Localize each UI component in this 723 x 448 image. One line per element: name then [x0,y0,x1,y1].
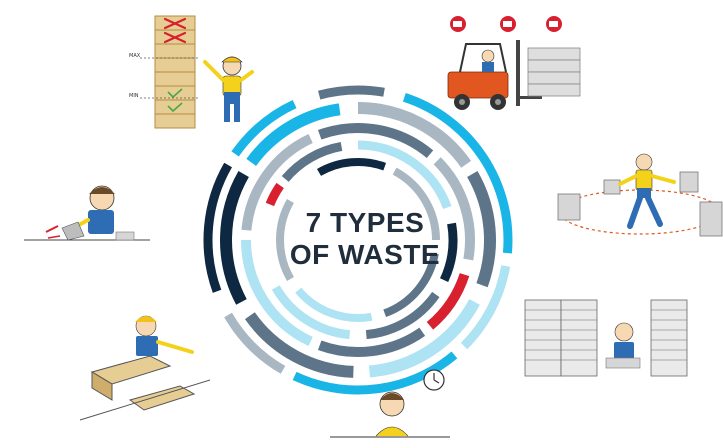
title-line-1: 7 TYPES [306,207,425,238]
overproduction-icon: MAX MIN [129,15,254,129]
ring-segment [383,252,439,318]
ring-segment [426,272,470,330]
ring-segment [241,239,313,347]
ring-segment [318,85,385,100]
central-ring-graphic [203,85,513,395]
ring-segment [203,162,233,293]
ring-segment [231,99,297,157]
ring-segment [281,142,343,182]
ring-segment [271,285,351,340]
ring-segment [402,93,513,254]
min-label: MIN [129,93,139,99]
diagram-title: 7 TYPES OF WASTE [290,207,440,270]
over-processing-icon [79,315,211,421]
defects-icon [24,185,150,241]
ring-segment [276,199,294,281]
ring-segment [317,158,387,176]
ring-segment [224,312,286,374]
transportation-icon [447,16,581,110]
ring-segment [467,171,496,288]
ring-segment [460,265,511,350]
ring-segment [241,133,313,231]
ring-segment [295,287,373,322]
ring-segment [433,157,475,261]
ring-segment [220,171,249,305]
ring-segment [368,299,480,378]
title-line-2: OF WASTE [290,239,440,270]
ring-segment [265,182,284,207]
ring-segment [365,291,440,340]
ring-segment [357,102,472,168]
ring-segment [357,140,452,210]
inventory-icon [524,299,688,377]
ring-segment [392,167,440,241]
motion-icon [557,153,723,237]
ring-segment [292,351,458,395]
waiting-icon [330,369,450,438]
ring-segment [246,103,341,167]
ring-segment [244,312,354,378]
ring-segment [439,222,458,283]
max-label: MAX [129,53,141,59]
ring-segment [317,327,426,357]
ring-segment [317,123,434,159]
